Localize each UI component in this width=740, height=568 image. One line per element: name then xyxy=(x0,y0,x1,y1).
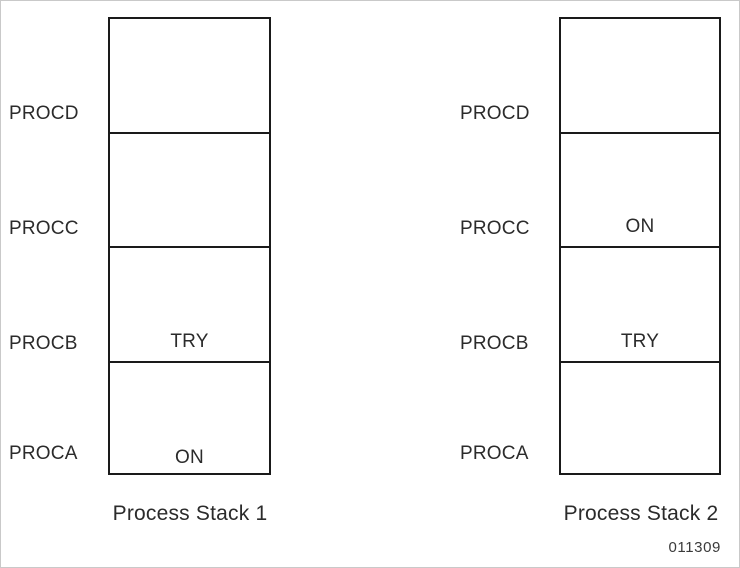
row-label-procd: PROCD xyxy=(9,103,79,124)
stack-2-cell-procc-value: ON xyxy=(625,216,655,237)
process-stack-1-caption: Process Stack 1 xyxy=(112,502,268,525)
stack-1-cell-proca: ON xyxy=(110,363,269,478)
process-stack-1-box: TRY ON xyxy=(108,17,271,475)
figure-id-label: 011309 xyxy=(668,539,721,556)
row-label-procd: PROCD xyxy=(460,103,530,124)
stack-2-cell-procb-value: TRY xyxy=(620,330,660,352)
stack-1-cell-procc xyxy=(110,134,269,248)
stack-1-cell-proca-value: ON xyxy=(175,447,204,468)
process-stack-1-row-labels: PROCD PROCC PROCB PROCA xyxy=(9,17,105,475)
process-stack-2-caption: Process Stack 2 xyxy=(563,502,719,525)
process-stack-2-row-labels: PROCD PROCC PROCB PROCA xyxy=(460,17,556,475)
row-label-procb: PROCB xyxy=(9,333,78,354)
process-stack-1-group: PROCD PROCC PROCB PROCA TRY ON Process S… xyxy=(1,1,371,567)
row-label-proca: PROCA xyxy=(9,443,78,464)
row-label-procc: PROCC xyxy=(9,218,79,239)
process-stack-2-group: PROCD PROCC PROCB PROCA ON TRY Process S… xyxy=(452,1,739,567)
process-stack-2-box: ON TRY xyxy=(559,17,721,475)
stack-2-cell-procc: ON xyxy=(561,134,719,248)
stack-1-cell-procb: TRY xyxy=(110,248,269,363)
stack-1-cell-procb-value: TRY xyxy=(170,330,209,352)
row-label-procc: PROCC xyxy=(460,218,530,239)
row-label-proca: PROCA xyxy=(460,443,529,464)
stack-2-cell-proca xyxy=(561,363,719,478)
stack-2-cell-procb: TRY xyxy=(561,248,719,363)
stack-2-cell-procd xyxy=(561,19,719,134)
row-label-procb: PROCB xyxy=(460,333,529,354)
stack-1-cell-procd xyxy=(110,19,269,134)
